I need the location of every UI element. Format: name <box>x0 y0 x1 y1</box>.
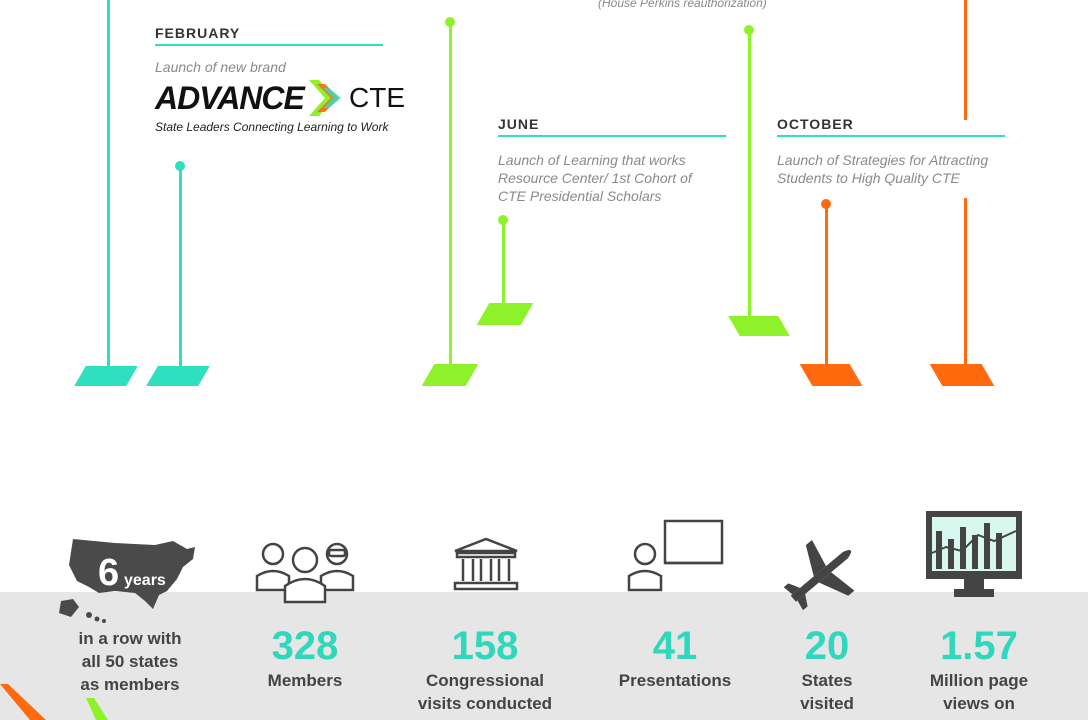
stat-number: 20 <box>804 624 850 668</box>
stat-label: Members <box>235 669 375 692</box>
partial-event-text: (House Perkins reauthorization) <box>598 0 767 10</box>
label-line: as members <box>80 675 180 694</box>
desc-line: Students to High Quality CTE <box>777 170 960 186</box>
timeline-stem <box>449 22 452 368</box>
stat-label: Presentations <box>600 669 750 692</box>
label-line: Members <box>267 671 343 690</box>
stat-number: 158 <box>451 624 519 668</box>
label-line: Congressional <box>425 671 545 690</box>
desc-line: Launch of Learning that works <box>498 152 686 168</box>
timeline-stem <box>179 166 182 368</box>
monitor-chart-icon <box>926 511 1022 597</box>
month-underline <box>155 44 383 46</box>
timeline-foot <box>146 366 210 386</box>
label-line: Million page <box>929 671 1029 690</box>
label-line: visits conducted <box>417 694 553 713</box>
event-description: Launch of Strategies for Attracting Stud… <box>777 151 988 187</box>
month-label-june: JUNE <box>498 116 540 132</box>
month-label-october: OCTOBER <box>777 116 854 132</box>
label-line: States <box>801 671 853 690</box>
logo-word-cte: CTE <box>349 82 405 113</box>
advance-cte-logo: ADVANCE CTE State Leaders Connecting Lea… <box>155 80 415 136</box>
label-line: views on <box>943 694 1015 713</box>
timeline-foot <box>728 316 790 336</box>
logo-chevron-icon <box>309 80 341 116</box>
logo-tagline: State Leaders Connecting Learning to Wor… <box>155 120 389 134</box>
timeline-foot <box>74 366 138 386</box>
stat-number: 41 <box>652 624 698 668</box>
decorative-chevron-icon <box>0 684 108 720</box>
stat-label: Congressional visits conducted <box>395 669 575 715</box>
stat-label: Million page views on <box>909 669 1049 715</box>
timeline-stem <box>748 30 751 320</box>
timeline-foot <box>421 364 479 386</box>
month-label-february: FEBRUARY <box>155 25 241 41</box>
stat-number: 1.57 <box>940 624 1018 668</box>
event-description: Launch of new brand <box>155 59 286 75</box>
stat-label: States visited <box>767 669 887 715</box>
us-map-icon <box>59 539 195 623</box>
timeline-stem <box>825 204 828 366</box>
presenter-icon <box>627 519 724 592</box>
month-underline <box>498 135 726 137</box>
stats-band <box>0 592 1088 720</box>
timeline-stem <box>964 198 967 366</box>
desc-line: Launch of Strategies for Attracting <box>777 152 989 168</box>
logo-word-advance: ADVANCE <box>155 80 305 116</box>
timeline-stem <box>964 0 967 120</box>
timeline-foot <box>476 303 534 325</box>
label-line: all 50 states <box>81 652 179 671</box>
month-underline <box>777 135 1005 137</box>
timeline-foot <box>929 364 995 386</box>
stat-label: in a row with all 50 states as members <box>40 627 220 696</box>
capitol-building-icon <box>453 537 519 591</box>
years-word: years <box>124 572 166 589</box>
timeline-foot <box>799 364 863 386</box>
people-group-icon <box>255 542 355 604</box>
years-big-number: 6 <box>98 552 120 594</box>
timeline-stem <box>107 0 110 368</box>
stat-number: 328 <box>271 624 339 668</box>
label-line: Presentations <box>618 671 732 690</box>
label-line: visited <box>800 694 854 713</box>
label-line: in a row with <box>78 629 182 648</box>
desc-line: CTE Presidential Scholars <box>498 188 662 204</box>
timeline-stem <box>502 220 505 306</box>
desc-line: Resource Center/ 1st Cohort of <box>498 170 692 186</box>
event-description: Launch of Learning that works Resource C… <box>498 151 692 205</box>
airplane-icon <box>783 540 855 610</box>
